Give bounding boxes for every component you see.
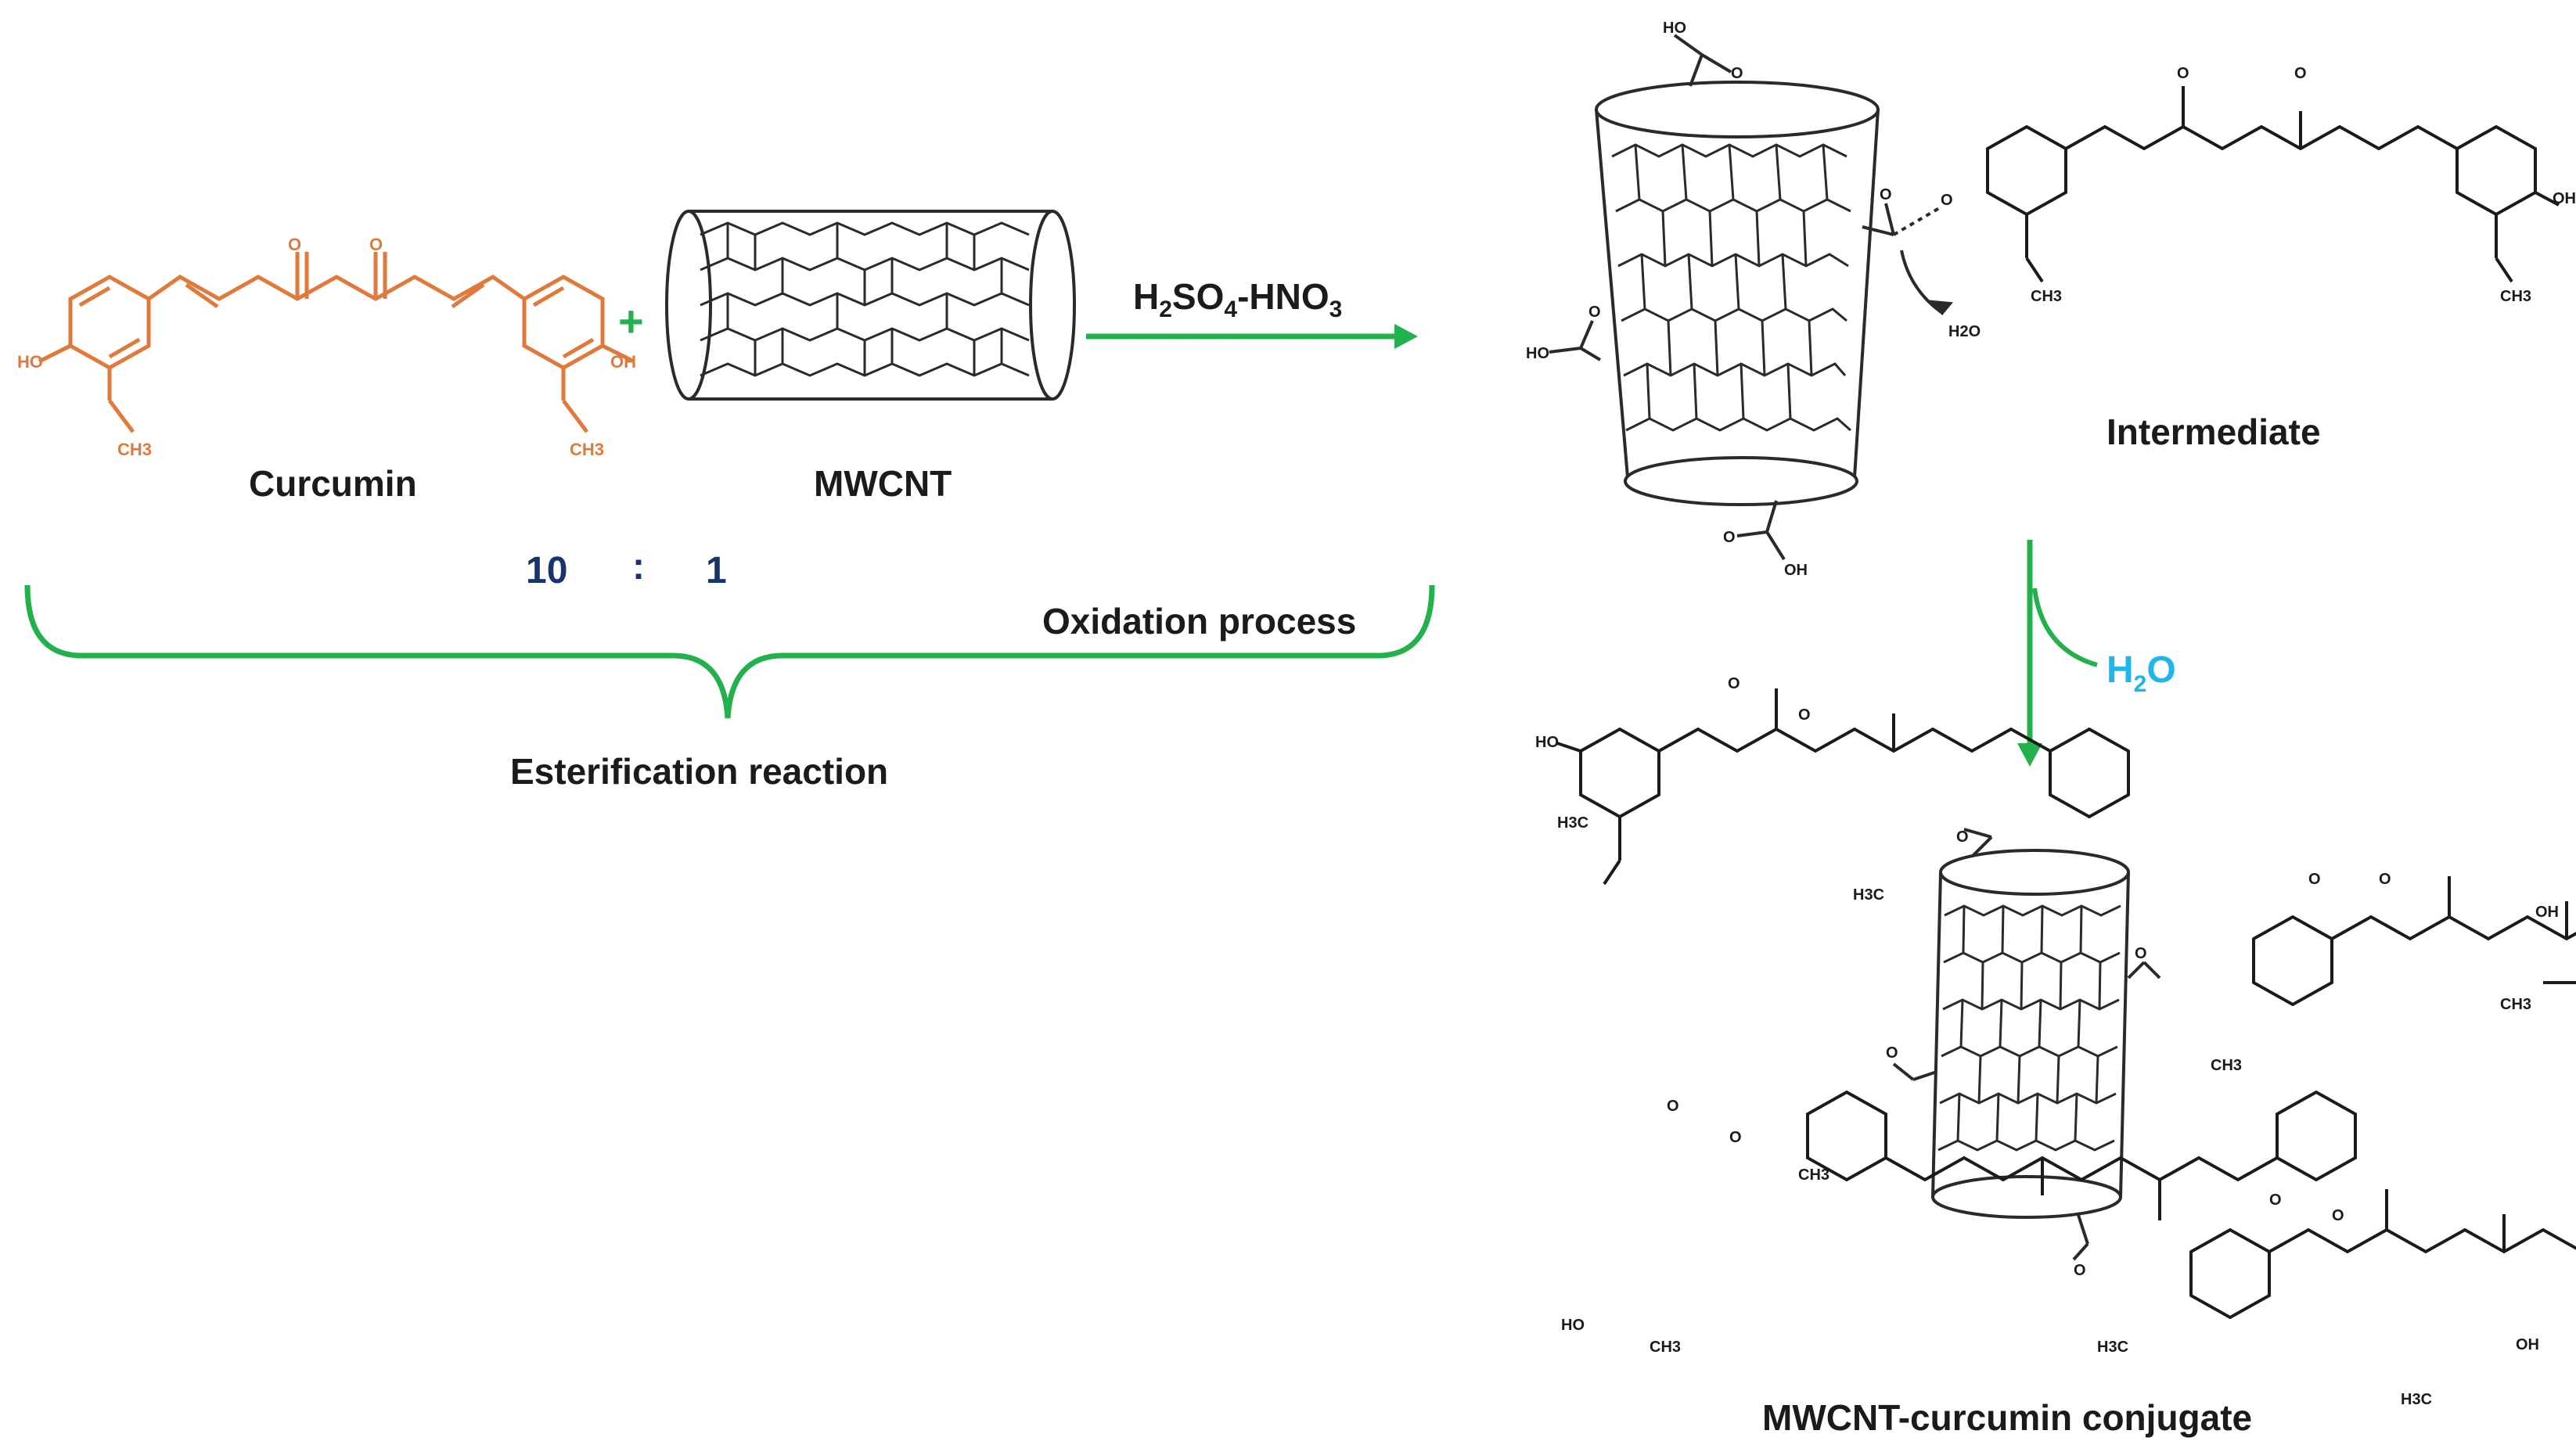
- down-arrow: [2017, 540, 2098, 767]
- conjugate-o-7: O: [1886, 1044, 1898, 1062]
- reagent-label: H2SO4-HNO3: [1133, 276, 1342, 322]
- conjugate-oh-4: OH: [2516, 1336, 2539, 1353]
- conjugate-ho-1: HO: [1535, 734, 1559, 751]
- conjugate-o-3: O: [1798, 706, 1811, 724]
- curcumin-ch3-right: CH3: [570, 440, 604, 459]
- intermediate-curc-oh: OH: [2553, 190, 2576, 207]
- intermediate-structure: HO O HO O O OH O O H2O O O CH3 CH3 OH: [1526, 20, 2576, 579]
- ratio-left: 10: [526, 550, 567, 591]
- curcumin-o2: O: [369, 235, 383, 254]
- curcumin-ch3-left: CH3: [117, 440, 152, 459]
- curcumin-structure: O O HO OH CH3 CH3: [17, 235, 636, 459]
- mwcnt-structure: [665, 210, 1076, 401]
- curcumin-o1: O: [288, 235, 301, 254]
- intermediate-o-top: O: [1731, 65, 1743, 82]
- mwcnt-label: MWCNT: [814, 463, 952, 504]
- esterification-label: Esterification reaction: [510, 751, 888, 792]
- svg-text:H2SO4-HNO3: H2SO4-HNO3: [1133, 276, 1342, 322]
- conjugate-o-10: O: [2074, 1262, 2086, 1279]
- conjugate-label: MWCNT-curcumin conjugate: [1762, 1397, 2252, 1438]
- intermediate-o-bottom: O: [1723, 529, 1736, 546]
- conjugate-h3c-4: H3C: [2401, 1391, 2432, 1408]
- intermediate-cooh-top: HO: [1663, 20, 1686, 37]
- ratio-separator: :: [632, 546, 645, 588]
- conjugate-h3c-2: H3C: [1853, 886, 1884, 904]
- conjugate-o-1: O: [1956, 828, 1969, 846]
- intermediate-o-link: O: [1941, 192, 1953, 209]
- intermediate-curc-ch3-left: CH3: [2031, 288, 2062, 305]
- conjugate-oh-2: OH: [2535, 904, 2559, 921]
- conjugate-h3c-3: H3C: [2097, 1339, 2128, 1356]
- conjugate-ch3-2: CH3: [2500, 996, 2531, 1013]
- conjugate-o-12: O: [2332, 1207, 2344, 1224]
- conjugate-o-9: O: [1729, 1129, 1742, 1146]
- conjugate-h3c-1: H3C: [1557, 814, 1588, 832]
- curcumin-label: Curcumin: [249, 463, 417, 504]
- intermediate-curc-ch3-right: CH3: [2500, 288, 2531, 305]
- reaction-arrow: [1086, 324, 1418, 349]
- conjugate-o-4: O: [2135, 945, 2147, 962]
- oxidation-label: Oxidation process: [1042, 601, 1356, 642]
- intermediate-h2o-leaving: H2O: [1948, 323, 1981, 340]
- plus-sign: +: [618, 297, 644, 346]
- curcumin-ho: HO: [17, 352, 43, 372]
- intermediate-cooh-left: HO: [1526, 345, 1549, 362]
- ratio-right: 1: [706, 550, 727, 591]
- water-label: H2O: [2106, 649, 2176, 697]
- intermediate-curc-o1: O: [2177, 65, 2189, 82]
- conjugate-o-6: O: [2379, 871, 2391, 888]
- conjugate-o-11: O: [2269, 1191, 2282, 1209]
- conjugate-ch3-4: CH3: [1798, 1166, 1829, 1184]
- esterification-brace: [24, 584, 1435, 719]
- conjugate-structure: HO H3C H3C O O O OH CH3 CH3 O O O O CH3 …: [1535, 675, 2576, 1408]
- intermediate-curc-o2: O: [2294, 65, 2307, 82]
- intermediate-label: Intermediate: [2106, 412, 2321, 452]
- conjugate-ch3-3: CH3: [2211, 1057, 2242, 1074]
- conjugate-o-5: O: [2308, 871, 2321, 888]
- conjugate-o-2: O: [1728, 675, 1740, 692]
- conjugate-o-8: O: [1667, 1098, 1679, 1115]
- intermediate-oh-bottom: OH: [1784, 562, 1808, 579]
- conjugate-ho-3: HO: [1561, 1317, 1585, 1334]
- intermediate-o-carbonyl: O: [1880, 186, 1892, 203]
- conjugate-ch3-5: CH3: [1650, 1339, 1681, 1356]
- svg-text:H2O: H2O: [2106, 649, 2176, 697]
- curcumin-oh: OH: [610, 352, 636, 372]
- intermediate-o-left: O: [1588, 304, 1601, 321]
